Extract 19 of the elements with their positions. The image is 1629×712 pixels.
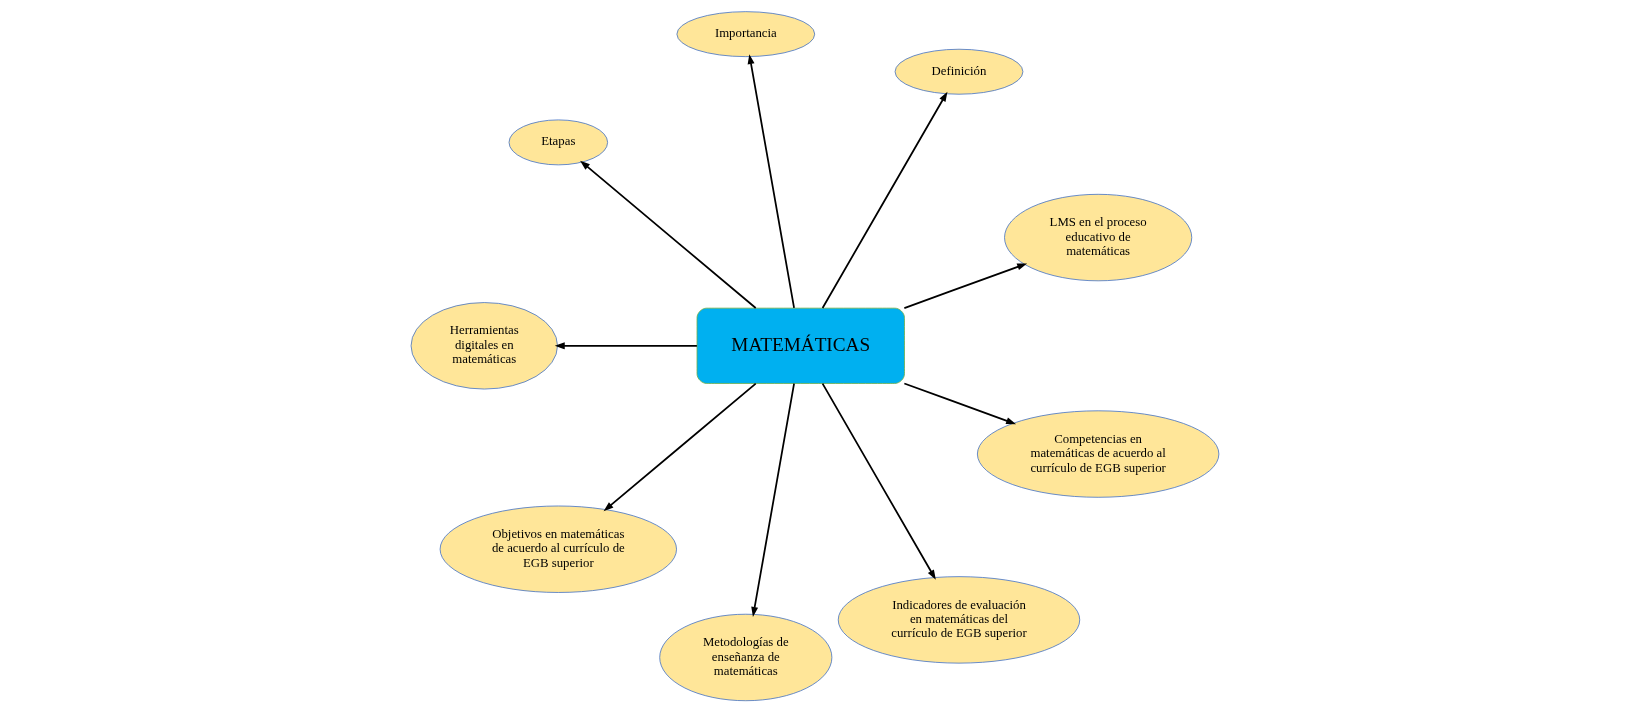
arrow xyxy=(821,91,947,309)
node-ellipse: Indicadores de evaluación en matemáticas del currículo de EGB superior xyxy=(837,576,1080,664)
node-ellipse: Metodologías de enseñanza de matemáticas xyxy=(658,613,832,702)
node-ellipse: Competencias en matemáticas de acuerdo al currículo de EGB superior xyxy=(976,410,1219,498)
arrow xyxy=(603,382,757,512)
node-ellipse: Objetivos en matemáticas de acuerdo al currículo de EGB superior xyxy=(439,505,677,593)
node-ellipse: Importancia xyxy=(676,11,815,58)
arrow xyxy=(902,263,1027,309)
node-ellipse: Definición xyxy=(894,48,1023,95)
node-ellipse: Etapas xyxy=(508,119,608,166)
arrow xyxy=(821,382,936,580)
arrow xyxy=(554,342,698,350)
node-ellipse: LMS en el proceso educativo de matemáticas xyxy=(1003,193,1192,282)
arrow xyxy=(747,54,795,309)
arrow xyxy=(579,160,757,309)
arrow xyxy=(750,382,795,617)
node-ellipse: Herramientas digitales en matemáticas xyxy=(410,302,558,390)
arrow xyxy=(902,382,1016,425)
node-box: MATEMÁTICAS xyxy=(696,307,905,384)
